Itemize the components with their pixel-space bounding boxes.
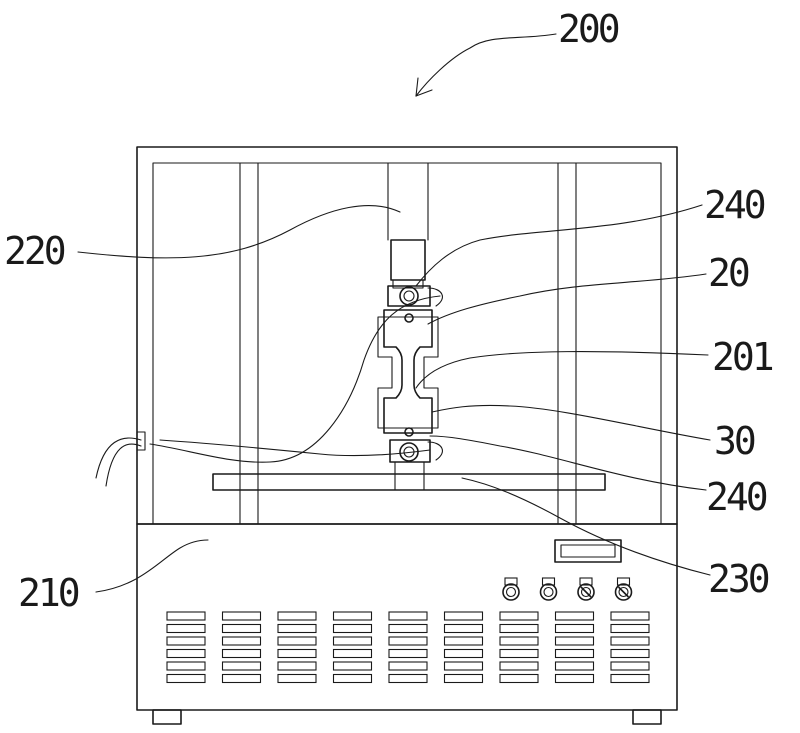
vent-slot	[166, 648, 206, 659]
vent-slot	[332, 636, 373, 646]
vent-slot	[277, 623, 317, 634]
label-220: 220	[4, 229, 65, 273]
vent-slot	[221, 661, 262, 671]
label-201: 201	[712, 335, 773, 379]
vent-slot	[610, 623, 650, 634]
control-knob[interactable]	[539, 577, 558, 601]
control-knob[interactable]	[577, 577, 595, 601]
label-210: 210	[18, 571, 79, 615]
vent-slot	[499, 623, 539, 634]
lower-column	[394, 461, 425, 491]
vent-slot	[554, 648, 595, 659]
vent-slot	[277, 648, 317, 659]
vent-slot	[221, 611, 262, 621]
vent-slot	[443, 673, 484, 684]
vent-slot	[332, 648, 373, 659]
reference-labels: 200 220 240 20 201 30 240 230 210	[4, 7, 776, 615]
vent-slot	[554, 636, 595, 646]
leader-lines	[77, 33, 711, 593]
specimen	[377, 309, 439, 437]
vent-slot	[499, 673, 539, 684]
vent-slot	[443, 623, 484, 634]
guide-rails	[239, 162, 577, 525]
vent-slot	[332, 611, 373, 621]
vent-slot	[443, 611, 484, 621]
vent-slot	[388, 673, 428, 684]
upper-clamp	[387, 285, 443, 307]
vent-slot	[221, 636, 262, 646]
vent-slot	[166, 611, 206, 621]
vent-slot	[443, 661, 484, 671]
vent-slot	[610, 636, 650, 646]
vent-grid	[166, 611, 650, 684]
vent-slot	[388, 611, 428, 621]
vent-slot	[166, 636, 206, 646]
vent-slot	[388, 648, 428, 659]
vent-slot	[166, 623, 206, 634]
vent-slot	[610, 673, 650, 684]
vent-slot	[610, 661, 650, 671]
vent-slot	[610, 611, 650, 621]
vent-slot	[277, 673, 317, 684]
vent-slot	[332, 661, 373, 671]
control-knob[interactable]	[614, 577, 633, 601]
vent-slot	[332, 673, 373, 684]
vent-slot	[443, 648, 484, 659]
vent-slot	[221, 623, 262, 634]
vent-slot	[443, 636, 484, 646]
label-20: 20	[708, 251, 749, 295]
lower-clamp	[389, 439, 443, 463]
label-230: 230	[708, 557, 769, 601]
cable	[95, 431, 146, 487]
vent-slot	[499, 636, 539, 646]
vent-slot	[166, 661, 206, 671]
vent-slot	[166, 673, 206, 684]
label-240-top: 240	[704, 183, 765, 227]
vent-slot	[499, 648, 539, 659]
control-knob[interactable]	[502, 577, 520, 601]
vent-slot	[277, 661, 317, 671]
vent-slot	[277, 636, 317, 646]
vent-slot	[554, 673, 595, 684]
vent-slot	[554, 611, 595, 621]
vent-slot	[221, 673, 262, 684]
vent-slot	[554, 623, 595, 634]
label-30: 30	[714, 419, 755, 463]
vent-slot	[610, 648, 650, 659]
control-knobs	[502, 577, 633, 601]
display-panel	[554, 539, 622, 563]
vent-slot	[388, 623, 428, 634]
vent-slot	[388, 661, 428, 671]
vent-slot	[221, 648, 262, 659]
vent-slot	[499, 611, 539, 621]
upper-frame	[136, 146, 678, 525]
vent-slot	[554, 661, 595, 671]
base-cabinet	[136, 523, 678, 725]
label-240-bottom: 240	[706, 475, 767, 519]
central-column	[387, 162, 429, 289]
label-200: 200	[558, 7, 619, 51]
vent-slot	[332, 623, 373, 634]
vent-slot	[388, 636, 428, 646]
vent-slot	[499, 661, 539, 671]
vent-slot	[277, 611, 317, 621]
platform	[212, 473, 606, 491]
